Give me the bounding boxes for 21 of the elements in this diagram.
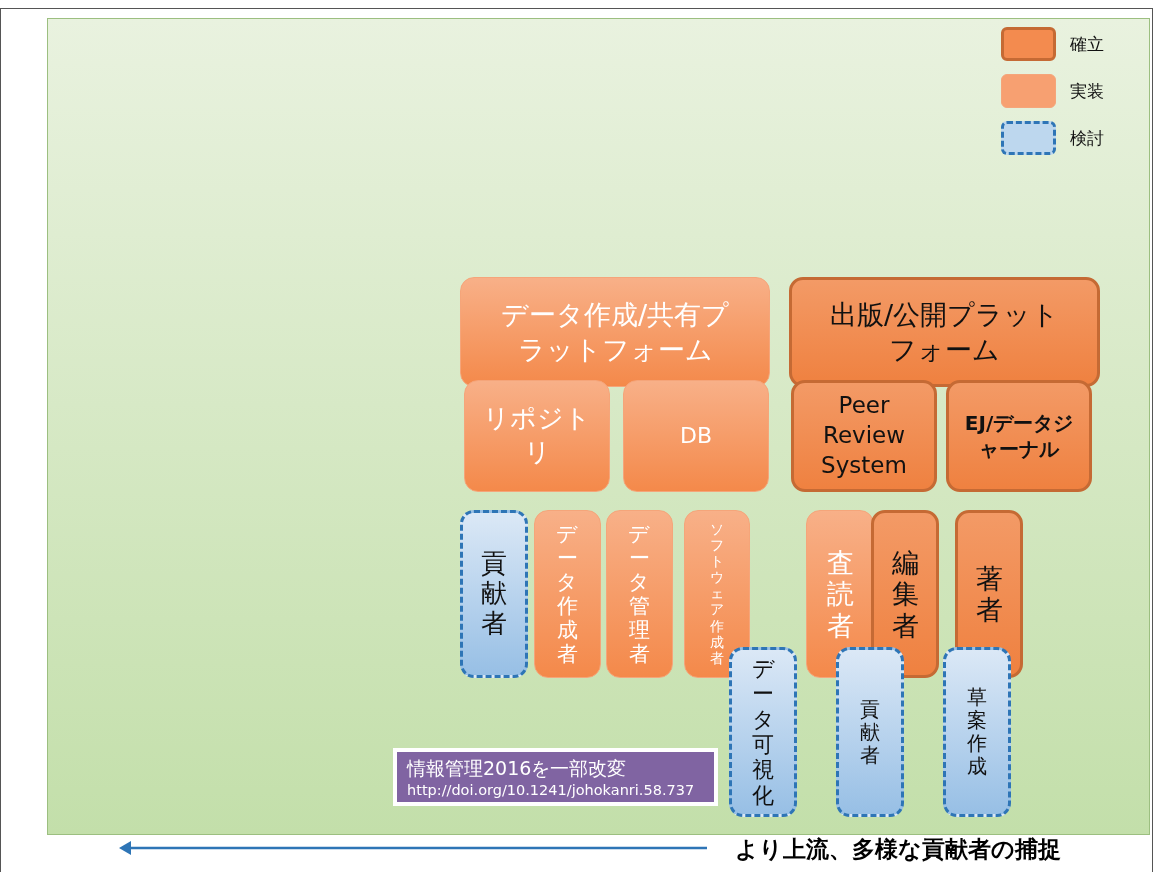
doi-link: http://doi.org/10.1241/johokanri.58.737 bbox=[407, 782, 696, 798]
platform-box: データ作成/共有プラットフォーム bbox=[460, 277, 770, 387]
system-box: リポジトリ bbox=[464, 380, 610, 492]
source-note: 情報管理2016を一部改変 bbox=[407, 756, 628, 781]
role-box: 編集者 bbox=[871, 510, 939, 678]
role-box: データ作成者 bbox=[534, 510, 601, 678]
role-box: ソフトウェア作成者 bbox=[684, 510, 750, 678]
role-box: データ管理者 bbox=[606, 510, 673, 678]
legend-label: 実装 bbox=[1070, 80, 1104, 103]
system-box: DB bbox=[623, 380, 769, 492]
role-box: データ可視化 bbox=[729, 647, 797, 817]
citation-note bbox=[393, 748, 718, 806]
role-box: 貢献者 bbox=[836, 647, 904, 817]
system-box: Peer Review System bbox=[791, 380, 937, 492]
system-box: EJ/データジャーナル bbox=[946, 380, 1092, 492]
legend-label: 確立 bbox=[1070, 33, 1104, 56]
legend-label: 検討 bbox=[1070, 127, 1104, 150]
role-box: 草案作成 bbox=[943, 647, 1011, 817]
caption-text: より上流、多様な貢献者の捕捉 bbox=[735, 835, 1061, 864]
role-box: 貢献者 bbox=[460, 510, 528, 678]
platform-box: 出版/公開プラットフォーム bbox=[789, 277, 1100, 387]
